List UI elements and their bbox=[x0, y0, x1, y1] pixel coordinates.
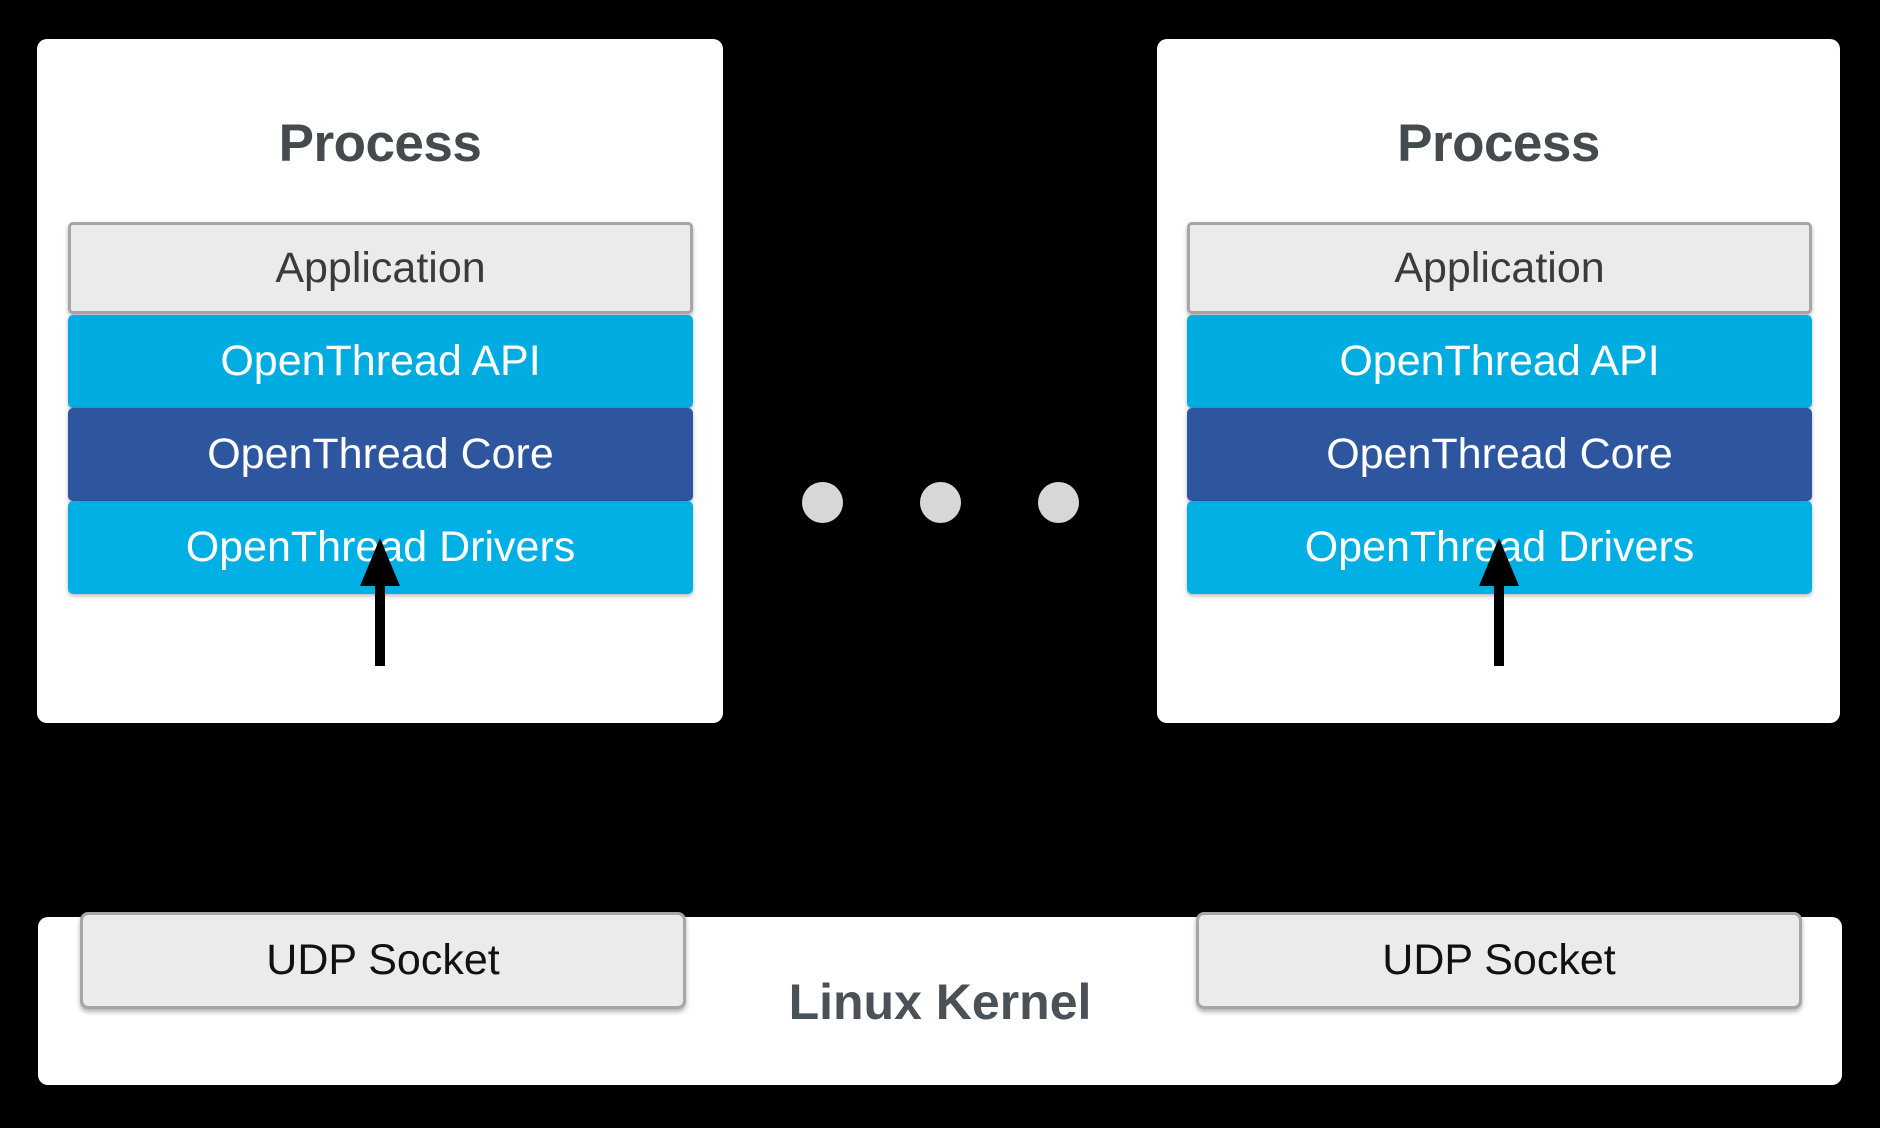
ellipsis-dot-2 bbox=[919, 481, 961, 523]
process-card-right: Process Application OpenThread API OpenT… bbox=[1157, 39, 1840, 723]
layer-openthread-api-left[interactable]: OpenThread API bbox=[68, 315, 693, 408]
openthread-stack-right: Application OpenThread API OpenThread Co… bbox=[1187, 222, 1812, 594]
more-processes-ellipsis bbox=[723, 480, 1157, 524]
layer-openthread-core-left[interactable]: OpenThread Core bbox=[68, 408, 693, 501]
layer-application-left[interactable]: Application bbox=[68, 222, 693, 314]
ellipsis-dot-3 bbox=[1037, 481, 1079, 523]
layer-application-right[interactable]: Application bbox=[1187, 222, 1812, 314]
udp-socket-left[interactable]: UDP Socket bbox=[80, 912, 686, 1009]
linux-kernel-title: Linux Kernel bbox=[788, 974, 1092, 1030]
arrow-up-icon-left bbox=[355, 536, 405, 666]
arrow-up-icon-right bbox=[1474, 536, 1524, 666]
process-card-left: Process Application OpenThread API OpenT… bbox=[37, 39, 723, 723]
layer-openthread-core-right[interactable]: OpenThread Core bbox=[1187, 408, 1812, 501]
udp-socket-right[interactable]: UDP Socket bbox=[1196, 912, 1802, 1009]
layer-openthread-api-right[interactable]: OpenThread API bbox=[1187, 315, 1812, 408]
openthread-stack-left: Application OpenThread API OpenThread Co… bbox=[68, 222, 693, 594]
process-title-left: Process bbox=[278, 114, 482, 173]
ellipsis-dot-1 bbox=[801, 481, 843, 523]
process-title-right: Process bbox=[1397, 114, 1600, 173]
